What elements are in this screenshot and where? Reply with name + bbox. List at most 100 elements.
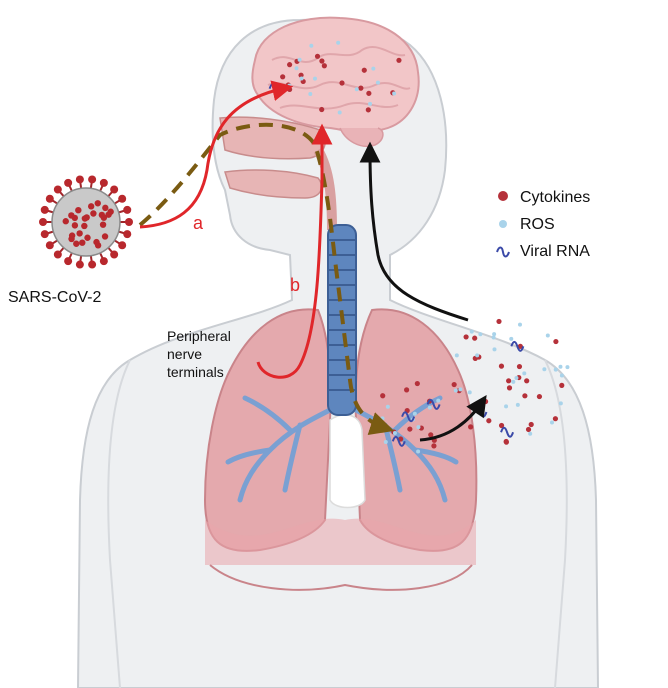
cytokine-dot bbox=[553, 339, 558, 344]
surface-protein-icon bbox=[102, 233, 108, 239]
ros-dot bbox=[509, 337, 513, 341]
cytokine-dot bbox=[522, 393, 527, 398]
sars-cov-2-virion-icon bbox=[39, 175, 133, 268]
cytokine-dot bbox=[319, 107, 324, 112]
spike-head-icon bbox=[88, 175, 96, 183]
ros-dot bbox=[309, 44, 313, 48]
ros-dot bbox=[313, 77, 317, 81]
ros-dot bbox=[355, 87, 359, 91]
spike-head-icon bbox=[76, 261, 84, 269]
ros-dot bbox=[393, 431, 397, 435]
cytokine-dot bbox=[404, 387, 409, 392]
ros-dot bbox=[295, 66, 299, 70]
ros-dot bbox=[470, 330, 474, 334]
ros-dot bbox=[381, 416, 385, 420]
cytokine-dot bbox=[452, 382, 457, 387]
spike-head-icon bbox=[123, 206, 131, 214]
virus-label: SARS-CoV-2 bbox=[8, 289, 101, 306]
ros-dot bbox=[550, 421, 554, 425]
ros-dot bbox=[455, 353, 459, 357]
cytokine-dot bbox=[396, 58, 401, 63]
ros-dot bbox=[338, 111, 342, 115]
surface-protein-icon bbox=[73, 241, 79, 247]
ros-dot bbox=[518, 323, 522, 327]
ros-dot bbox=[522, 371, 526, 375]
cytokine-dot bbox=[315, 54, 320, 59]
spike-head-icon bbox=[125, 218, 133, 226]
surface-protein-icon bbox=[75, 207, 81, 213]
spike-head-icon bbox=[118, 195, 126, 203]
ros-dot bbox=[546, 333, 550, 337]
ros-dot bbox=[454, 388, 458, 392]
surface-protein-icon bbox=[72, 222, 78, 228]
cytokine-dot bbox=[526, 427, 531, 432]
surface-protein-icon bbox=[84, 214, 90, 220]
viral-rna-marker-icon bbox=[497, 248, 509, 257]
spike-head-icon bbox=[76, 175, 84, 183]
ros-dot bbox=[287, 84, 291, 88]
cytokine-dot bbox=[468, 424, 473, 429]
ros-dot bbox=[514, 376, 518, 380]
surface-protein-icon bbox=[76, 230, 82, 236]
cytokine-dot bbox=[358, 86, 363, 91]
cytokine-dot bbox=[504, 440, 509, 445]
ros-dot bbox=[436, 399, 440, 403]
ros-dot bbox=[468, 390, 472, 394]
peripheral-label-line3: terminals bbox=[167, 364, 224, 380]
cytokine-dot bbox=[415, 381, 420, 386]
spike-head-icon bbox=[41, 206, 49, 214]
cytokine-dot bbox=[506, 378, 511, 383]
ros-dot bbox=[413, 412, 417, 416]
surface-protein-icon bbox=[68, 236, 74, 242]
spike-head-icon bbox=[39, 218, 47, 226]
spike-head-icon bbox=[118, 241, 126, 249]
ros-dot bbox=[504, 404, 508, 408]
ros-dot bbox=[559, 401, 563, 405]
ros-dot bbox=[516, 403, 520, 407]
spike-head-icon bbox=[46, 241, 54, 249]
spike-head-icon bbox=[41, 230, 49, 238]
ros-dot bbox=[371, 67, 375, 71]
cytokine-dot bbox=[362, 68, 367, 73]
surface-protein-icon bbox=[68, 212, 74, 218]
cytokine-dot bbox=[524, 378, 529, 383]
cytokine-dot bbox=[553, 416, 558, 421]
cytokine-dot bbox=[380, 393, 385, 398]
ros-dot bbox=[492, 347, 496, 351]
ros-dot bbox=[298, 58, 302, 62]
ros-dot bbox=[428, 406, 432, 410]
ros-dot bbox=[554, 368, 558, 372]
cytokine-dot bbox=[431, 443, 436, 448]
spike-head-icon bbox=[100, 257, 108, 265]
surface-protein-icon bbox=[63, 218, 69, 224]
surface-protein-icon bbox=[100, 221, 106, 227]
spike-head-icon bbox=[64, 179, 72, 187]
ros-dot bbox=[416, 450, 420, 454]
cytokine-dot bbox=[287, 62, 292, 67]
spike-head-icon bbox=[46, 195, 54, 203]
cytokine-dot bbox=[428, 432, 433, 437]
cytokine-dot bbox=[319, 58, 324, 63]
cytokine-dot bbox=[280, 74, 285, 79]
ros-dot bbox=[336, 41, 340, 45]
ros-dot bbox=[308, 92, 312, 96]
surface-protein-icon bbox=[90, 210, 96, 216]
cytokine-dot bbox=[483, 399, 488, 404]
cytokine-dot bbox=[366, 107, 371, 112]
surface-protein-icon bbox=[107, 209, 113, 215]
cytokine-dot bbox=[339, 80, 344, 85]
peripheral-label-line2: nerve bbox=[167, 346, 202, 362]
cytokine-dot bbox=[517, 364, 522, 369]
route-a-label: a bbox=[193, 213, 204, 233]
cytokine-dot bbox=[366, 91, 371, 96]
ros-dot bbox=[384, 440, 388, 444]
cytokine-dot bbox=[507, 385, 512, 390]
cytokines-marker-icon bbox=[498, 191, 508, 201]
spike-head-icon bbox=[64, 257, 72, 265]
ros-dot bbox=[368, 102, 372, 106]
ros-dot bbox=[386, 405, 390, 409]
surface-protein-icon bbox=[95, 200, 101, 206]
cytokine-dot bbox=[463, 334, 468, 339]
surface-protein-icon bbox=[102, 205, 108, 211]
